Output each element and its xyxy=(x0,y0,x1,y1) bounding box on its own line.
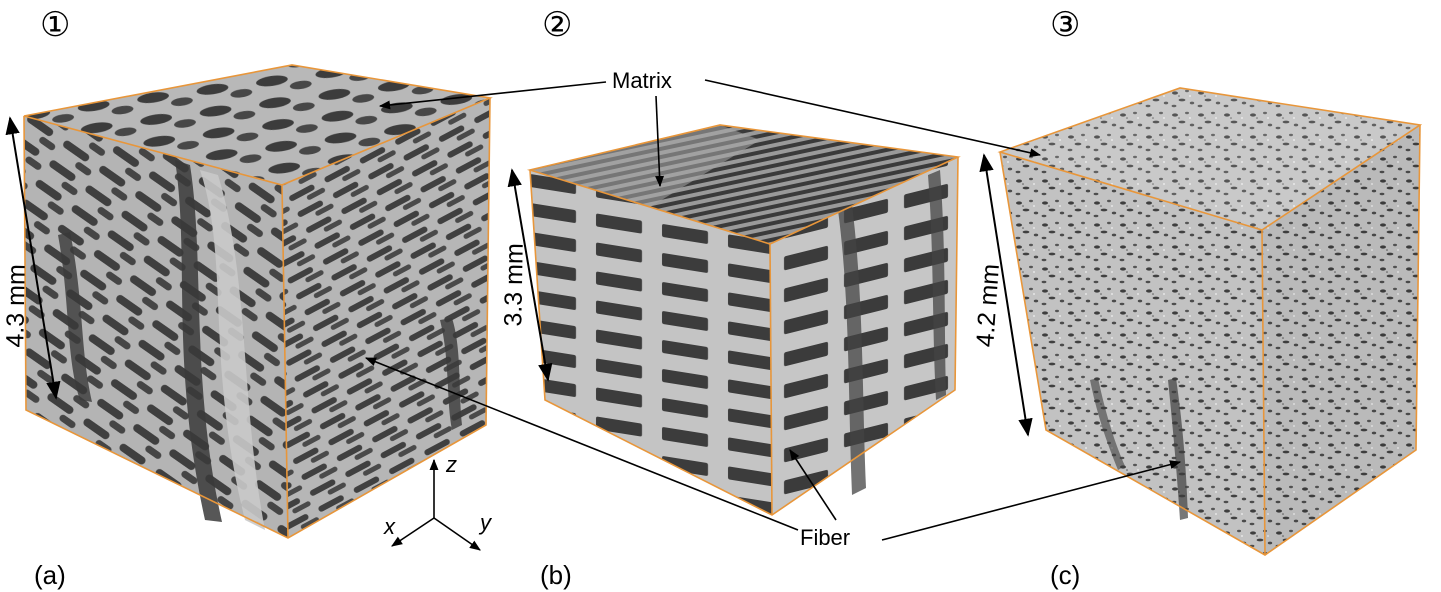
fiber-callouts xyxy=(364,357,1182,541)
dimension-arrow-b xyxy=(507,168,553,382)
fiber-arrow-c xyxy=(881,460,1182,541)
cube-a-matrix-region xyxy=(200,170,265,530)
x-axis xyxy=(391,517,435,547)
cube-a xyxy=(23,64,493,539)
dimension-label-b: 3.3 mm xyxy=(499,243,528,327)
dimension-arrow-a xyxy=(5,116,61,400)
matrix-arrow-a xyxy=(378,81,607,110)
fiber-arrow-b xyxy=(789,449,837,521)
y-axis-label: y xyxy=(478,510,493,535)
cube-a-fiber-bundle xyxy=(58,232,92,402)
cube-a-fiber-bundle xyxy=(175,160,222,522)
axes-indicator xyxy=(391,458,481,551)
cube-c-fiber-bundle xyxy=(1168,378,1188,520)
cube-b-fiber-bundle xyxy=(928,170,946,400)
cube-c-fiber-bundle xyxy=(1090,378,1125,470)
panel-number-2: ② xyxy=(542,5,572,45)
cube-b-matrix-top-region xyxy=(530,125,760,207)
panel-number-3: ③ xyxy=(1050,5,1080,45)
cube-c xyxy=(997,87,1423,556)
panel-number-1: ① xyxy=(40,5,70,45)
z-axis-label: z xyxy=(445,452,457,477)
cube-c-left-face xyxy=(1000,152,1265,555)
fiber-label: Fiber xyxy=(800,525,850,550)
cube-c-shade-right xyxy=(1262,125,1420,555)
cube-a-top-face xyxy=(24,65,490,185)
panel-letter-c: (c) xyxy=(1050,560,1080,590)
cube-c-right-face xyxy=(1262,125,1420,555)
matrix-arrow-b xyxy=(655,95,665,188)
y-axis xyxy=(433,517,481,551)
cube-b-right-face xyxy=(770,157,958,515)
matrix-arrow-c xyxy=(704,79,1042,158)
matrix-callouts xyxy=(378,79,1042,188)
dimension-arrow-c xyxy=(979,153,1033,437)
dimension-label-c: 4.2 mm xyxy=(971,263,1005,348)
cube-b-left-face xyxy=(530,170,772,515)
cube-b-fiber-bundle xyxy=(838,205,866,495)
panel-letter-b: (b) xyxy=(540,560,572,590)
cube-a-right-face xyxy=(282,98,490,538)
fiber-arrow-a xyxy=(364,357,799,531)
dimension-label-a: 4.3 mm xyxy=(1,264,30,348)
panel-letter-a: (a) xyxy=(34,560,66,590)
x-axis-label: x xyxy=(383,514,396,539)
cube-a-fiber-bundle xyxy=(440,318,462,430)
cube-b xyxy=(526,124,961,516)
matrix-label: Matrix xyxy=(612,68,672,93)
